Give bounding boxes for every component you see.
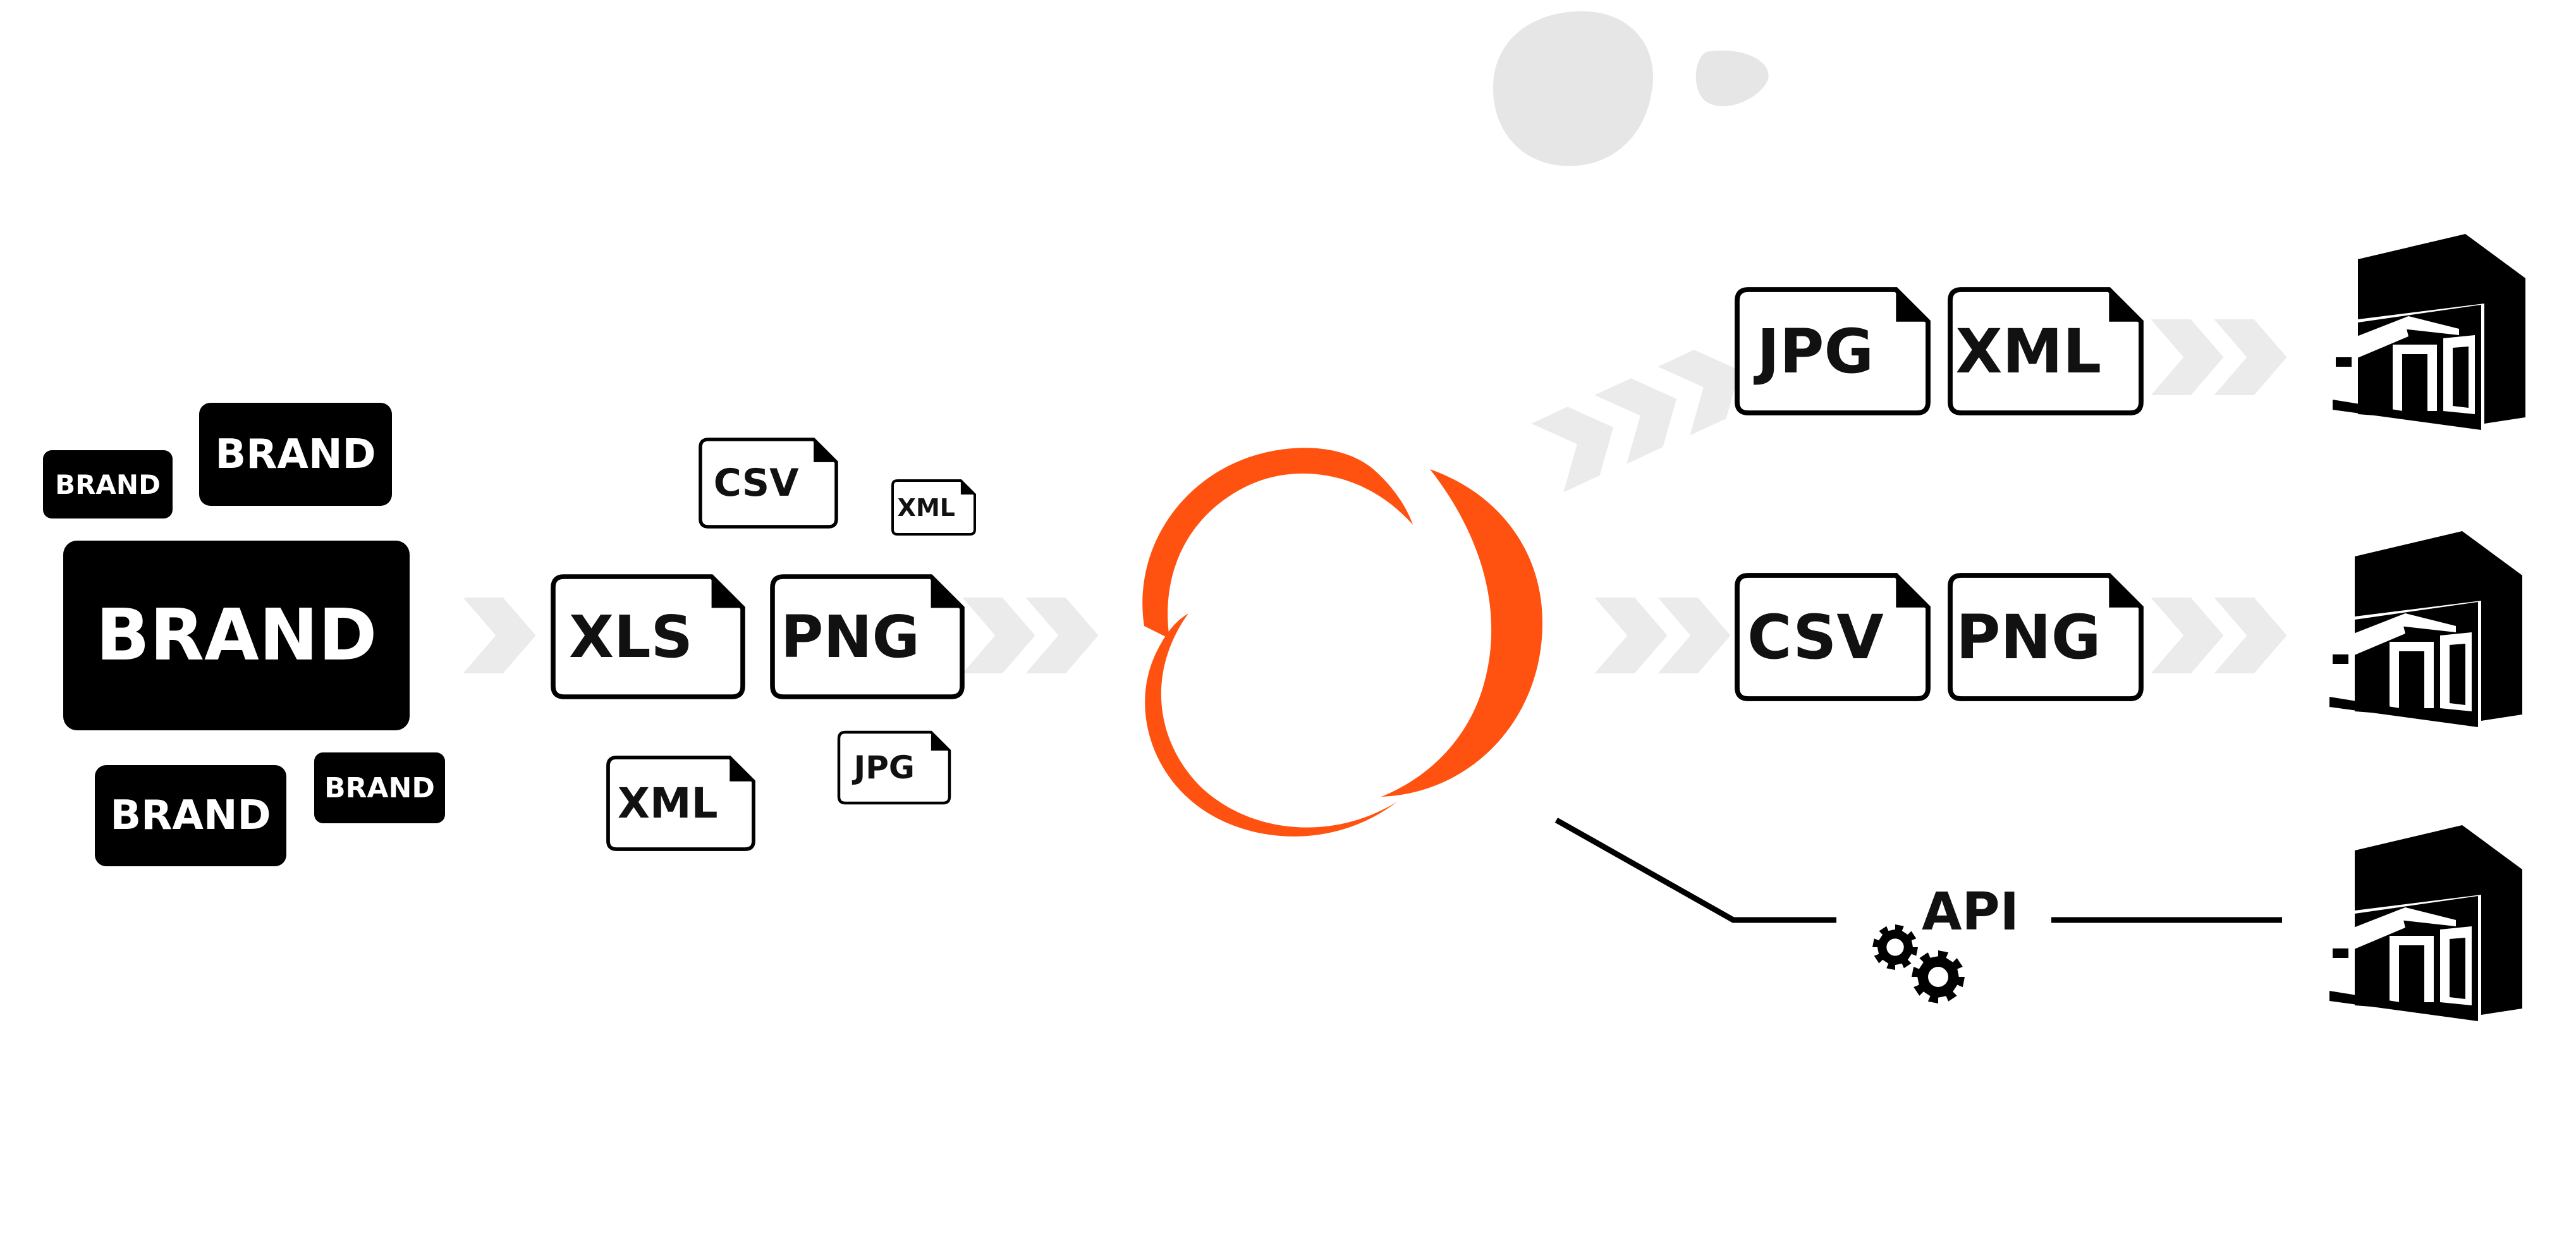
file-outline xyxy=(891,479,976,536)
blob-large xyxy=(1492,11,1654,166)
blob-small xyxy=(1695,50,1769,107)
file-outline xyxy=(837,730,951,805)
chevron-arrow-icon xyxy=(1594,378,1677,464)
api-label: API xyxy=(1922,882,2020,942)
brand-block-bottom-right: BRAND xyxy=(314,752,445,823)
file-doc-xml-small: XML xyxy=(891,479,976,536)
brand-block-small: BRAND xyxy=(43,450,173,518)
file-doc-xml: XML xyxy=(606,756,755,851)
chevron-arrow-icon xyxy=(1025,598,1099,673)
file-outline xyxy=(699,438,838,529)
file-label: CSV xyxy=(713,461,799,505)
file-label: XLS xyxy=(569,603,693,671)
brand-block-large: BRAND xyxy=(63,541,410,730)
file-label: CSV xyxy=(1747,601,1884,673)
file-outline xyxy=(1948,573,2144,701)
brand-block-medium: BRAND xyxy=(199,403,392,506)
chevron-arrow-icon xyxy=(1657,350,1740,436)
chevron-arrow-icon xyxy=(2214,598,2287,673)
file-doc-xls: XLS xyxy=(551,574,745,699)
store-icon xyxy=(2329,531,2522,727)
chevron-arrow-icon xyxy=(1657,598,1731,673)
file-doc-jpg: JPG xyxy=(837,730,951,805)
chevron-arrow-icon xyxy=(962,598,1035,673)
file-outline xyxy=(770,574,965,699)
logo-arc-bottom xyxy=(1145,613,1397,837)
chevron-arrow-icon xyxy=(1594,598,1668,673)
logo-arc-right xyxy=(1381,469,1542,797)
chevron-arrow-icon xyxy=(2151,598,2224,673)
file-label: XML xyxy=(1955,316,2102,387)
file-outline xyxy=(551,574,745,699)
chevron-arrow-icon xyxy=(2214,319,2287,395)
file-outline xyxy=(1735,287,1931,415)
file-label: XML xyxy=(617,779,718,828)
chevron-arrow-icon xyxy=(2151,319,2224,395)
output-doc-csv: CSV xyxy=(1735,573,1931,701)
file-outline xyxy=(1948,287,2144,415)
file-doc-png: PNG xyxy=(770,574,965,699)
store-icon xyxy=(2329,825,2522,1021)
output-doc-jpg: JPG xyxy=(1735,287,1931,415)
output-doc-xml: XML xyxy=(1948,287,2144,415)
file-label: JPG xyxy=(853,749,915,786)
store-icon xyxy=(2333,234,2525,430)
file-label: PNG xyxy=(781,603,920,671)
chevron-arrow-icon xyxy=(1531,407,1614,493)
file-label: PNG xyxy=(1956,601,2101,673)
file-label: XML xyxy=(897,493,955,522)
output-doc-png: PNG xyxy=(1948,573,2144,701)
logo-arc-top xyxy=(1142,448,1413,639)
file-outline xyxy=(606,756,755,851)
file-doc-csv: CSV xyxy=(699,438,838,529)
chevron-arrow-icon xyxy=(463,598,536,673)
file-outline xyxy=(1735,573,1931,701)
brand-block-bottom-left: BRAND xyxy=(95,765,286,866)
file-label: JPG xyxy=(1757,316,1874,387)
